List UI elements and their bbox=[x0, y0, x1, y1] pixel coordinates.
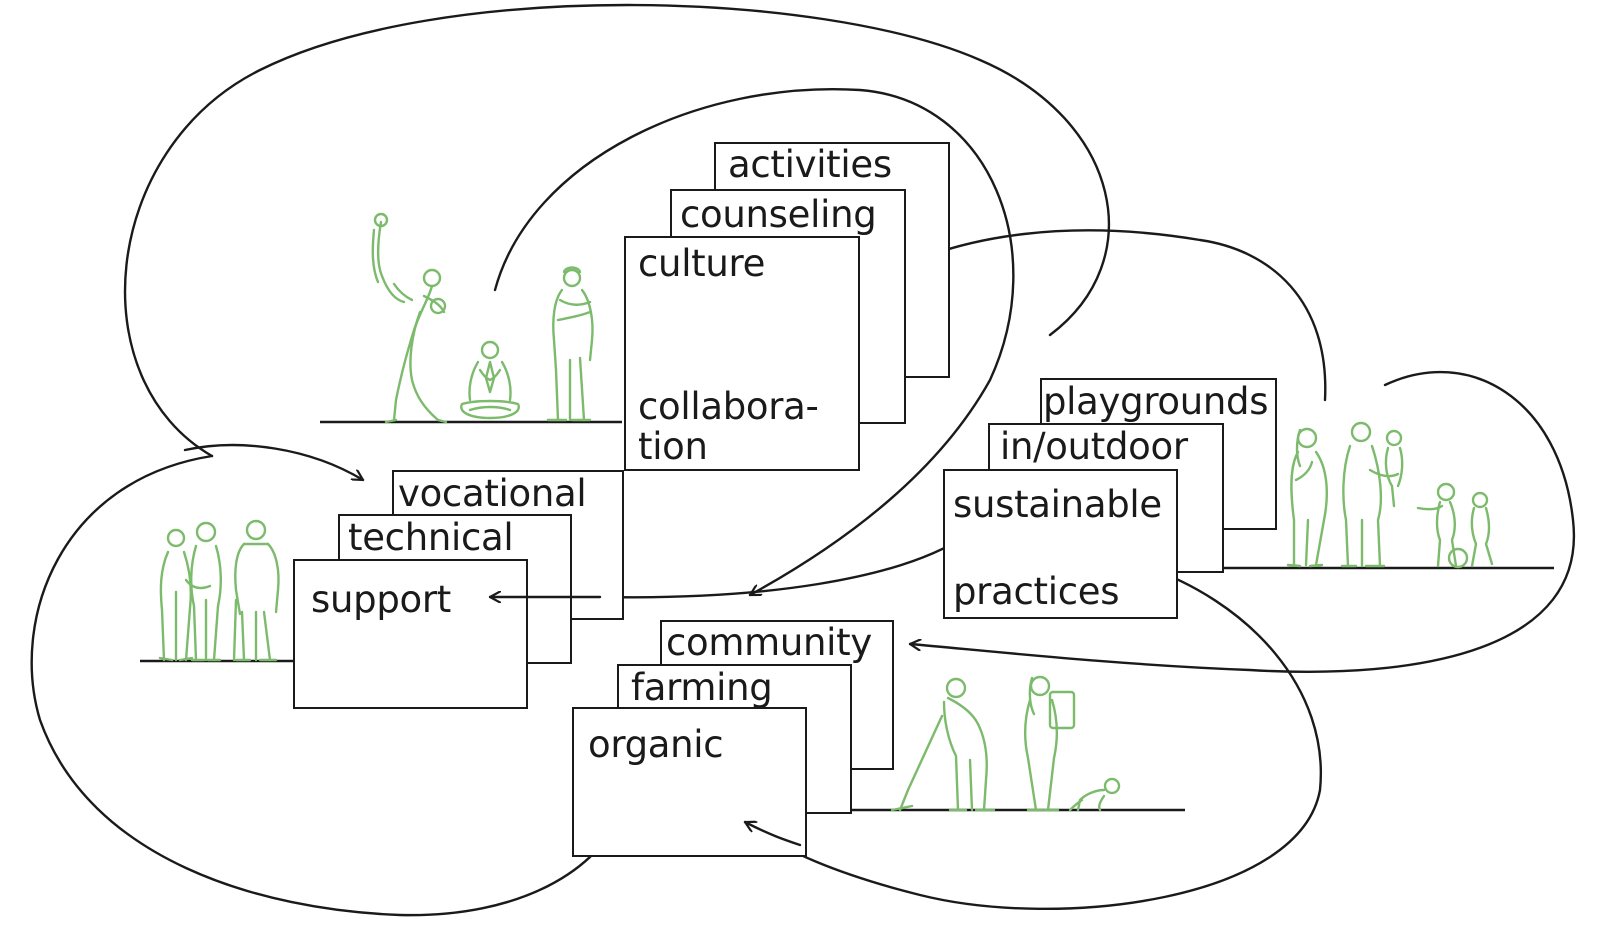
card-culture bbox=[624, 236, 860, 471]
woman-carrying-basket-figure bbox=[1024, 675, 1076, 812]
label-playgrounds: playgrounds bbox=[1043, 380, 1269, 423]
label-culture: culture bbox=[638, 242, 766, 285]
label-practices: practices bbox=[953, 570, 1120, 613]
loop-practices-to-organic bbox=[745, 562, 1323, 911]
elderly-man-with-cane-figure bbox=[232, 519, 280, 662]
label-technical: technical bbox=[348, 516, 514, 559]
card-support bbox=[293, 559, 528, 709]
loop-left-support-to-organic bbox=[30, 454, 624, 917]
label-organic: organic bbox=[588, 723, 724, 766]
label-activities: activities bbox=[728, 143, 892, 186]
loop-culture-to-organic bbox=[493, 87, 1015, 597]
arrow-into-vocational bbox=[183, 443, 363, 482]
label-counseling: counseling bbox=[680, 193, 877, 236]
children-playing-figure bbox=[1416, 482, 1494, 569]
label-in-outdoor: in/outdoor bbox=[1000, 425, 1188, 468]
label-vocational: vocational bbox=[398, 472, 587, 515]
big-loop-to-support bbox=[123, 3, 1110, 458]
card-sustainable bbox=[943, 469, 1178, 619]
label-farming: farming bbox=[631, 666, 773, 709]
gardener-raking-figure bbox=[890, 677, 996, 812]
label-collaboration-line2: tion bbox=[638, 425, 708, 468]
dancers-figure bbox=[371, 212, 448, 424]
crawling-child-figure bbox=[1068, 777, 1121, 812]
standing-person-figure bbox=[546, 266, 594, 422]
label-sustainable: sustainable bbox=[953, 483, 1162, 526]
elderly-couple-figure bbox=[158, 521, 222, 662]
loop-right-to-community bbox=[910, 370, 1576, 673]
label-community: community bbox=[666, 621, 872, 664]
woman-with-phone-figure bbox=[1286, 427, 1329, 568]
arrow-playgrounds-to-culture bbox=[872, 229, 1327, 402]
man-holding-child-figure bbox=[1340, 421, 1404, 568]
label-support: support bbox=[311, 578, 451, 621]
label-collaboration-line1: collabora- bbox=[638, 385, 819, 428]
meditating-person-figure bbox=[460, 340, 520, 420]
